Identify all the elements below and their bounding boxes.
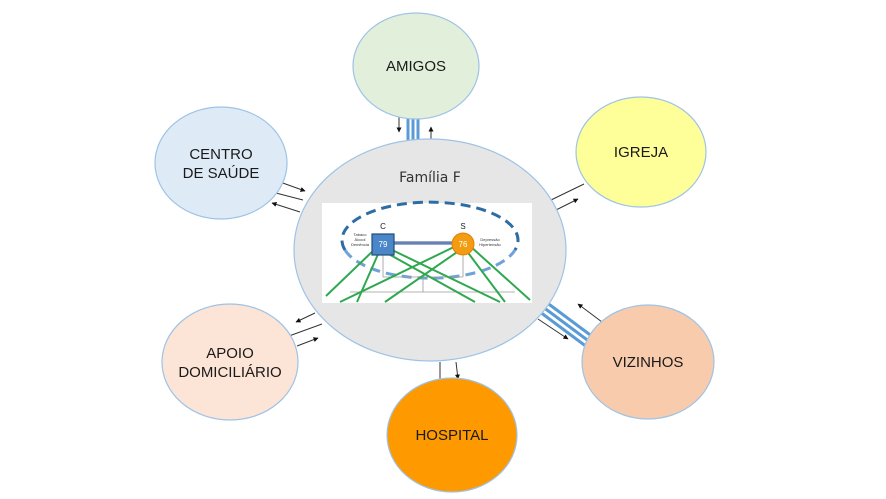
apoio-domiciliario-circle <box>161 303 299 421</box>
member-s-circle <box>451 232 475 256</box>
member-c-note-3: Demência <box>351 242 370 247</box>
member-s-letter: S <box>460 222 465 231</box>
centro-de-saude-circle <box>154 106 288 220</box>
family-title: Família F <box>399 170 461 186</box>
node-hospital: HOSPITAL <box>386 377 518 493</box>
member-c-age: 79 <box>379 240 388 249</box>
connector-vizinhos <box>537 300 603 352</box>
member-c-note-1: Tabaco <box>354 232 368 237</box>
member-c-square <box>371 233 395 256</box>
member-s-note-1: Depressão <box>480 237 500 242</box>
connector-hospital <box>439 361 460 381</box>
connector-igreja <box>550 183 585 212</box>
node-apoio-domiciliario: APOIO DOMICILIÁRIO <box>161 303 299 421</box>
node-amigos: AMIGOS <box>352 12 480 120</box>
node-familia: Família F <box>293 138 567 362</box>
connector-apoio-domiciliario <box>288 312 323 347</box>
node-igreja: IGREJA <box>575 96 707 208</box>
centro-de-saude-label-line2: DE SAÚDE <box>183 165 260 182</box>
centro-de-saude-label-line1: CENTRO <box>189 146 252 163</box>
member-s-age: 76 <box>459 240 468 249</box>
node-centro-de-saude: CENTRO DE SAÚDE <box>154 106 288 220</box>
amigos-label: AMIGOS <box>386 58 446 75</box>
igreja-circle <box>575 96 707 208</box>
member-c-letter: C <box>380 222 386 231</box>
apoio-domiciliario-label-line1: APOIO <box>206 345 254 362</box>
connectors <box>271 117 603 381</box>
node-vizinhos: VIZINHOS <box>581 304 715 420</box>
hospital-label: HOSPITAL <box>415 427 488 444</box>
hospital-circle <box>386 377 518 493</box>
connector-amigos <box>396 117 434 143</box>
apoio-domiciliario-label-line2: DOMICILIÁRIO <box>178 364 281 381</box>
household-boundary-top <box>340 200 520 251</box>
genogram-background <box>322 203 532 303</box>
member-c-note-2: Álcool <box>355 237 366 242</box>
genogram: C 79 Tabaco Álcool Demência S 76 Depress… <box>322 200 532 303</box>
igreja-label: IGREJA <box>614 144 668 161</box>
vizinhos-circle <box>581 304 715 420</box>
amigos-circle <box>352 12 480 120</box>
member-s-note-2: Hipertensão <box>479 242 501 247</box>
external-links <box>325 245 531 303</box>
vizinhos-label: VIZINHOS <box>613 354 684 371</box>
